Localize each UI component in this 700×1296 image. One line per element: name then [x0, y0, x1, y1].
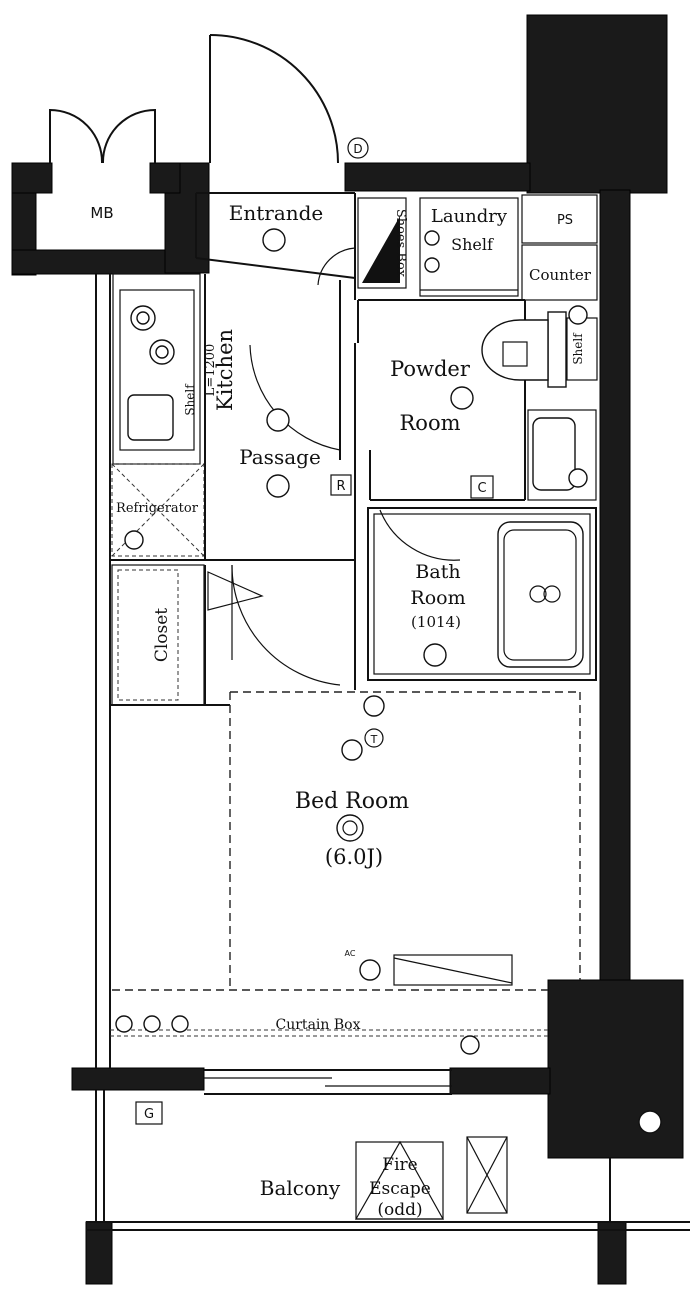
- light-bedroom: [336, 814, 364, 842]
- light-bedroom-small: [341, 739, 363, 761]
- tag-c: C: [477, 481, 486, 496]
- label-refrigerator: Refrigerator: [116, 501, 199, 516]
- tag-g: G: [144, 1107, 154, 1122]
- label-curtain-box: Curtain Box: [276, 1017, 361, 1033]
- label-passage: Passage: [239, 445, 321, 469]
- label-fire: Fire: [382, 1155, 417, 1175]
- label-ps: PS: [557, 213, 573, 228]
- label-entrance: Entrande: [229, 201, 324, 225]
- tags: [135, 137, 494, 1125]
- label-kitchen: Kitchen: [213, 329, 237, 411]
- label-escape: Escape: [369, 1179, 431, 1199]
- light-powder: [450, 386, 474, 410]
- light-kitchen: [266, 474, 290, 498]
- labels: MB Entrande Shoes Box Laundry Shelf PS C…: [90, 142, 591, 1220]
- label-balcony: Balcony: [260, 1176, 341, 1200]
- doors: [49, 34, 461, 686]
- label-kitchen-dim: L=1200: [203, 344, 218, 397]
- label-shoes-box: Shoes Box: [393, 209, 408, 278]
- label-bedroom-size: (6.0J): [325, 845, 383, 869]
- label-shelf-kitchen: Shelf: [183, 383, 197, 416]
- label-mb: MB: [90, 204, 113, 222]
- toilet-bowl: [481, 319, 549, 381]
- tag-r: R: [336, 479, 345, 494]
- label-counter: Counter: [529, 266, 592, 284]
- tag-ac: AC: [345, 949, 356, 958]
- toilet-tank: [547, 311, 567, 388]
- label-bedroom: Bed Room: [295, 789, 409, 814]
- structural-walls: [11, 14, 684, 1285]
- label-closet: Closet: [152, 608, 172, 662]
- label-bath-room: Room: [410, 587, 465, 609]
- label-laundry: Laundry: [431, 206, 508, 227]
- interior-walls: [86, 192, 690, 1231]
- kitchen-sink: [127, 394, 174, 441]
- light-bath: [423, 643, 447, 667]
- label-powder: Powder: [390, 357, 471, 381]
- tag-t: T: [370, 733, 378, 746]
- label-shelf-right: Shelf: [571, 332, 585, 365]
- tag-d: D: [353, 142, 362, 156]
- fixtures: [115, 228, 662, 1220]
- label-laundry-shelf: Shelf: [451, 235, 494, 254]
- light-balcony: [638, 1110, 662, 1134]
- label-odd: (odd): [377, 1200, 422, 1220]
- light-entrance: [262, 228, 286, 252]
- label-bath: Bath: [415, 561, 460, 583]
- label-bath-size: (1014): [411, 613, 461, 631]
- label-powder-room: Room: [399, 411, 460, 435]
- light-passage: [266, 408, 290, 432]
